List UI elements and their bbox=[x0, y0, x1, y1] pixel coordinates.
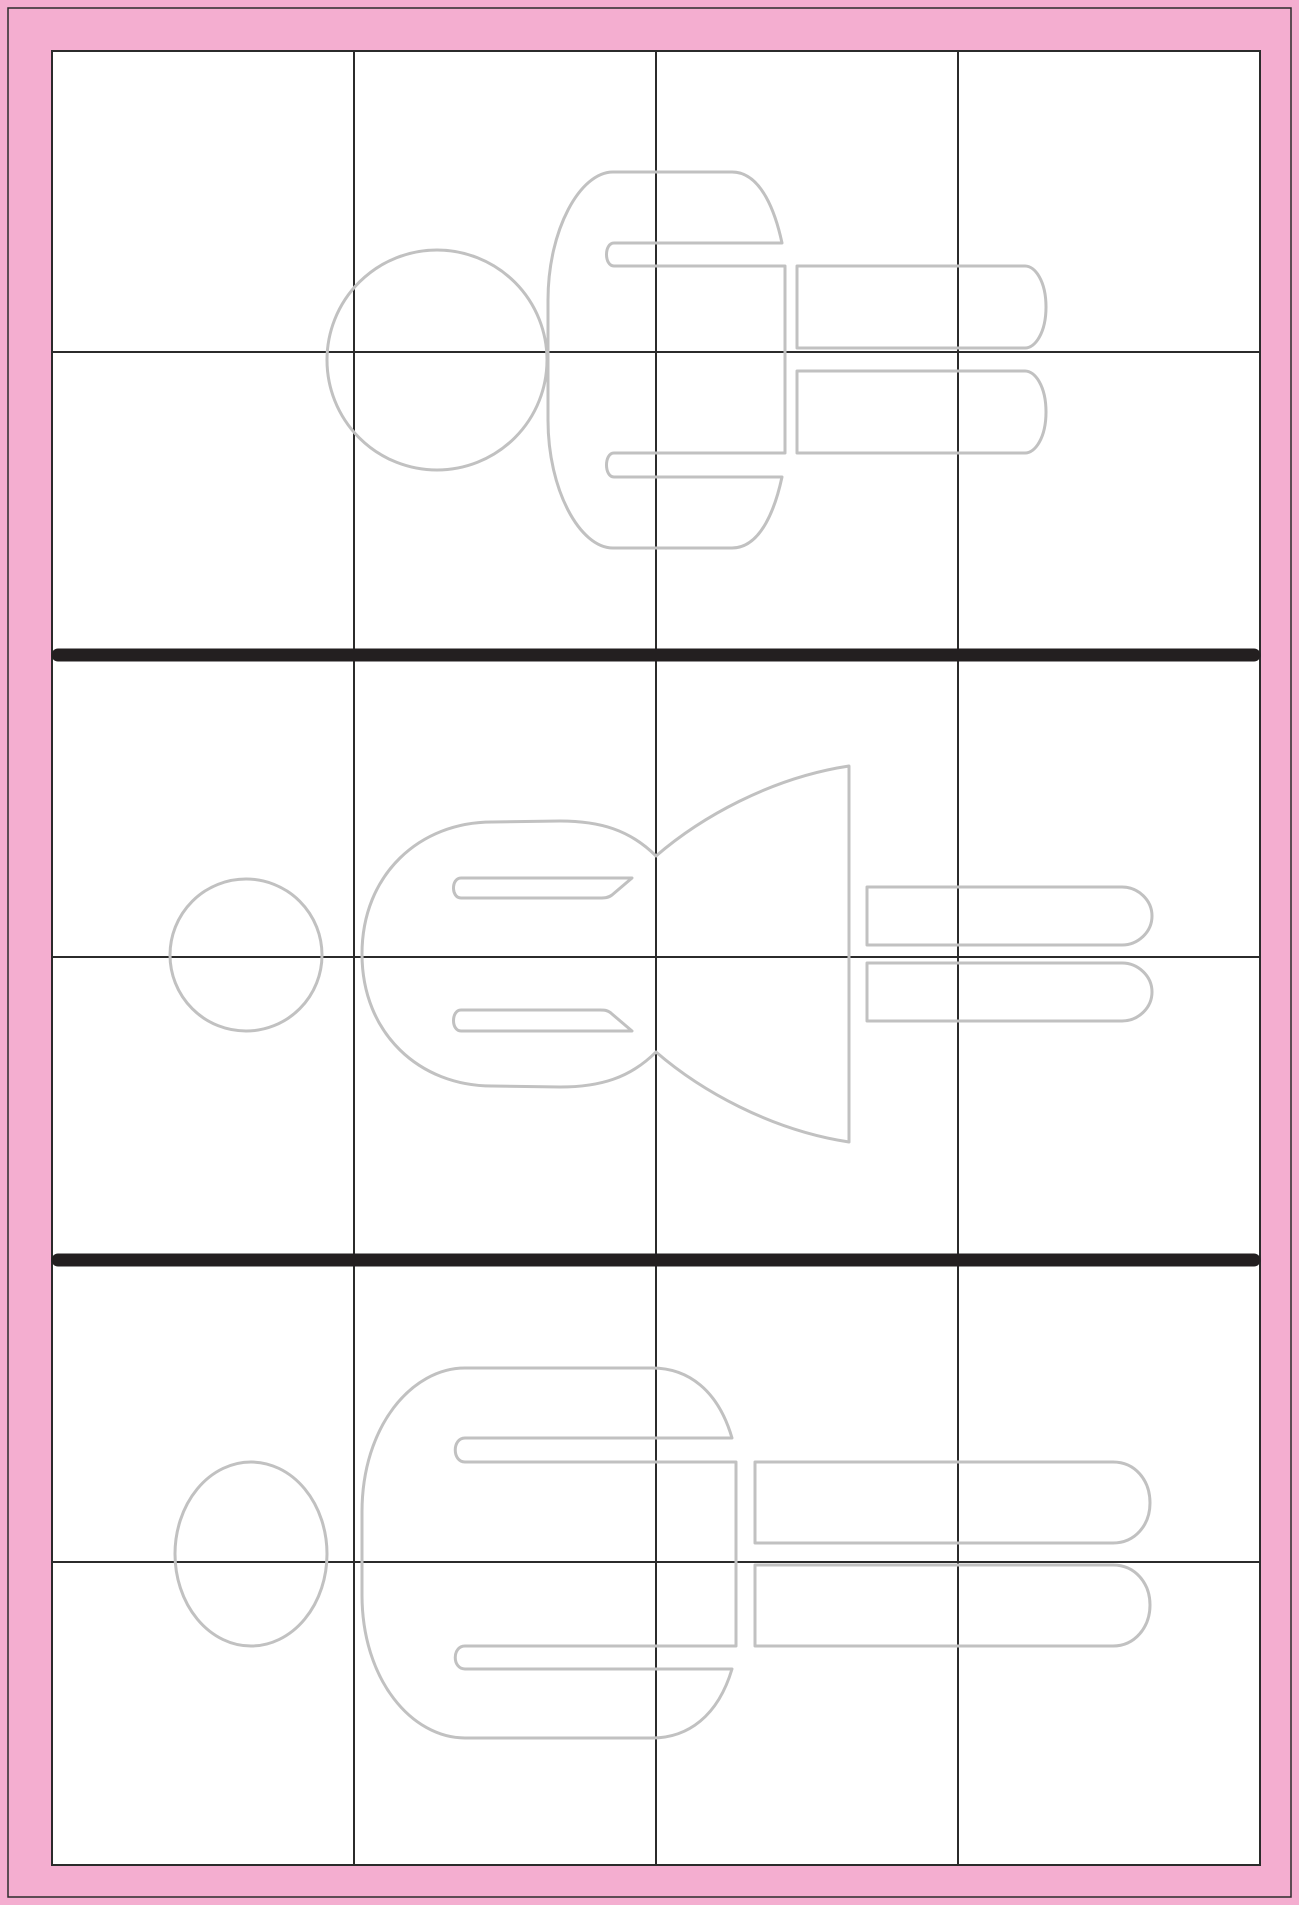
worksheet-drawing bbox=[0, 0, 1299, 1905]
paper-sheet bbox=[0, 0, 1299, 1905]
